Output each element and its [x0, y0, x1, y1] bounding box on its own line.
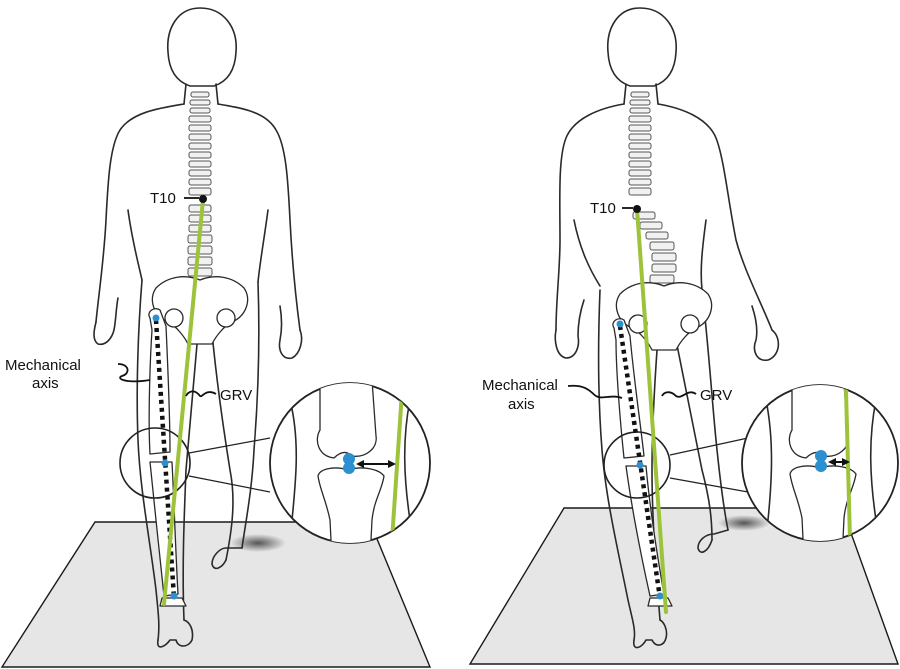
knee-zoom-inset: [269, 382, 431, 544]
body-outline: [93, 7, 303, 648]
pelvis: [151, 276, 249, 345]
mechanical-axis-leader: [117, 363, 151, 383]
knee-highlight-circle: [119, 427, 191, 499]
knee-center-marker: [636, 461, 644, 469]
mechanical-axis-label-line2: axis: [32, 375, 59, 392]
knee-zoom-inset: [741, 384, 899, 542]
mechanical-axis-label-line1: Mechanical: [5, 357, 81, 374]
force-plate-hole: [230, 534, 286, 552]
floor-platform: [0, 521, 432, 668]
right-panel: T10 Mechanical axis GRV: [468, 7, 899, 665]
t10-label: T10: [150, 190, 176, 207]
left-panel: T10 Mechanical axis GRV: [0, 7, 432, 668]
mechanical-axis-label-line1: Mechanical: [482, 377, 558, 394]
ankle-center-marker: [170, 592, 178, 600]
t10-marker: [199, 195, 207, 203]
ankle-center-marker: [656, 592, 664, 600]
pelvis: [615, 282, 713, 351]
t10-label: T10: [590, 200, 616, 217]
mechanical-axis-label-line2: axis: [508, 396, 535, 413]
grv-line: [162, 198, 205, 606]
hip-center-marker: [152, 314, 160, 322]
grv-label: GRV: [700, 387, 732, 404]
knee-center-marker: [161, 459, 169, 467]
grv-leader: [185, 390, 217, 398]
floor-platform: [468, 507, 899, 665]
grv-leader: [661, 391, 697, 398]
mechanical-axis-leader: [567, 384, 623, 399]
t10-marker: [633, 205, 641, 213]
body-outline: [554, 7, 780, 649]
force-plate-hole: [718, 515, 770, 531]
spine: [628, 91, 677, 284]
grv-label: GRV: [220, 387, 252, 404]
hip-center-marker: [616, 320, 624, 328]
grv-line: [635, 207, 668, 614]
